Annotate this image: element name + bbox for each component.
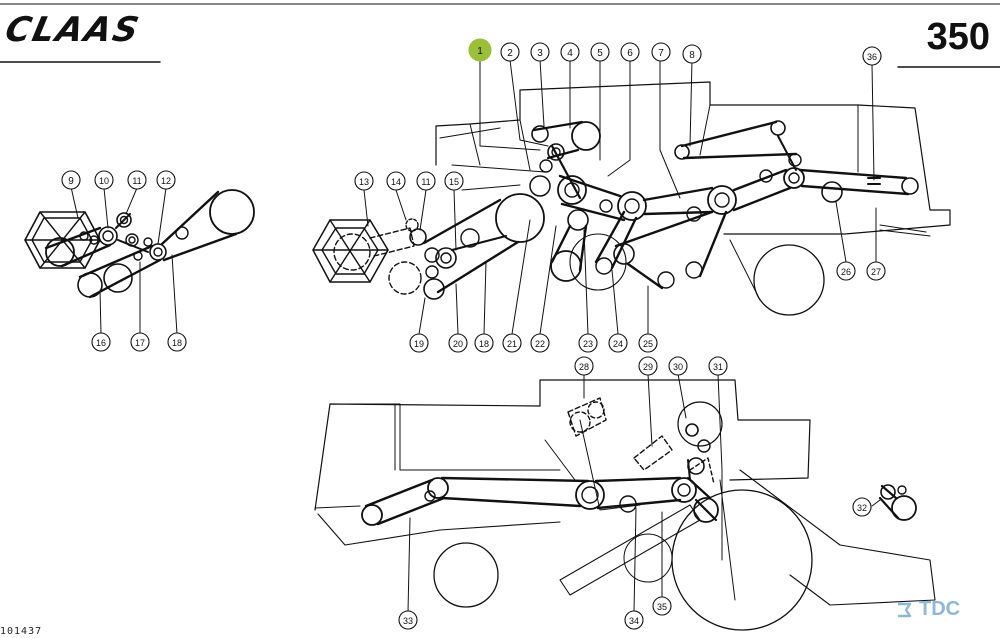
header-rules bbox=[0, 3, 1000, 68]
svg-text:16: 16 bbox=[96, 338, 106, 348]
svg-text:12: 12 bbox=[161, 176, 171, 186]
svg-text:26: 26 bbox=[841, 267, 851, 277]
svg-text:24: 24 bbox=[613, 339, 623, 349]
callout-23: 23 bbox=[578, 333, 598, 353]
callout-35: 35 bbox=[652, 596, 672, 616]
svg-text:31: 31 bbox=[713, 362, 723, 372]
svg-text:28: 28 bbox=[579, 362, 589, 372]
svg-text:2: 2 bbox=[507, 48, 513, 59]
callout-28: 28 bbox=[574, 356, 594, 376]
callout-10: 10 bbox=[94, 170, 114, 190]
svg-text:20: 20 bbox=[453, 339, 463, 349]
svg-text:17: 17 bbox=[135, 338, 145, 348]
svg-text:30: 30 bbox=[673, 362, 683, 372]
callout-22: 22 bbox=[530, 333, 550, 353]
callout-33: 33 bbox=[398, 610, 418, 630]
callout-32: 32 bbox=[852, 497, 872, 517]
callout-34: 34 bbox=[624, 610, 644, 630]
svg-text:19: 19 bbox=[414, 339, 424, 349]
svg-text:23: 23 bbox=[583, 339, 593, 349]
svg-text:10: 10 bbox=[99, 176, 109, 186]
svg-text:21: 21 bbox=[507, 339, 517, 349]
svg-text:11: 11 bbox=[132, 176, 141, 186]
callout-21: 21 bbox=[502, 333, 522, 353]
callout-17: 17 bbox=[130, 332, 150, 352]
callout-5: 5 bbox=[590, 42, 610, 62]
callout-30: 30 bbox=[668, 356, 688, 376]
callout-1: 1 bbox=[468, 38, 492, 62]
callout-24: 24 bbox=[608, 333, 628, 353]
callout-11-main: 11 bbox=[416, 171, 436, 191]
svg-text:18: 18 bbox=[479, 339, 489, 349]
svg-text:11: 11 bbox=[421, 177, 430, 187]
callout-4: 4 bbox=[560, 42, 580, 62]
callout-15: 15 bbox=[444, 171, 464, 191]
svg-text:9: 9 bbox=[68, 176, 74, 187]
lower-drive-diagram bbox=[314, 373, 936, 631]
svg-text:18: 18 bbox=[172, 338, 182, 348]
callout-36: 36 bbox=[862, 46, 882, 66]
callout-18-main: 18 bbox=[474, 333, 494, 353]
callout-6: 6 bbox=[620, 42, 640, 62]
callout-13: 13 bbox=[354, 171, 374, 191]
tdc-watermark: TDC bbox=[895, 598, 960, 621]
svg-text:14: 14 bbox=[391, 177, 401, 187]
callout-16: 16 bbox=[91, 332, 111, 352]
callout-12: 12 bbox=[156, 170, 176, 190]
svg-text:25: 25 bbox=[643, 339, 653, 349]
svg-text:3: 3 bbox=[537, 48, 543, 59]
svg-text:34: 34 bbox=[629, 616, 639, 626]
watermark-text: TDC bbox=[919, 598, 961, 620]
callout-8: 8 bbox=[682, 44, 702, 64]
callout-18-left: 18 bbox=[167, 332, 187, 352]
page-number: 350 bbox=[926, 16, 990, 58]
callout-26: 26 bbox=[836, 261, 856, 281]
svg-text:4: 4 bbox=[567, 48, 573, 59]
svg-text:7: 7 bbox=[658, 48, 664, 59]
svg-text:5: 5 bbox=[597, 48, 603, 59]
callout-11-left: 11 bbox=[127, 170, 147, 190]
svg-text:33: 33 bbox=[403, 616, 413, 626]
callout-14: 14 bbox=[386, 171, 406, 191]
main-drive-diagram bbox=[312, 59, 951, 335]
callout-20: 20 bbox=[448, 333, 468, 353]
callout-27: 27 bbox=[866, 261, 886, 281]
svg-text:13: 13 bbox=[359, 177, 369, 187]
svg-text:15: 15 bbox=[449, 177, 459, 187]
callout-25: 25 bbox=[638, 333, 658, 353]
svg-text:36: 36 bbox=[867, 52, 877, 62]
callouts: 1 2 3 4 5 6 7 8 9 10 11 11 12 13 14 15 1… bbox=[61, 38, 886, 630]
svg-text:1: 1 bbox=[477, 46, 483, 57]
left-drive-diagram bbox=[24, 186, 255, 335]
callout-3: 3 bbox=[530, 42, 550, 62]
document-code: 101437 bbox=[0, 626, 43, 637]
tdc-logo-icon bbox=[898, 602, 912, 617]
callout-7: 7 bbox=[651, 42, 671, 62]
callout-2: 2 bbox=[500, 42, 520, 62]
svg-text:32: 32 bbox=[857, 503, 867, 513]
svg-text:35: 35 bbox=[657, 602, 667, 612]
svg-text:22: 22 bbox=[535, 339, 545, 349]
svg-text:27: 27 bbox=[871, 267, 881, 277]
svg-text:6: 6 bbox=[627, 48, 633, 59]
callout-9: 9 bbox=[61, 170, 81, 190]
svg-text:29: 29 bbox=[643, 362, 653, 372]
callout-19: 19 bbox=[409, 333, 429, 353]
svg-text:8: 8 bbox=[689, 50, 695, 61]
callout-31: 31 bbox=[708, 356, 728, 376]
callout-29: 29 bbox=[638, 356, 658, 376]
